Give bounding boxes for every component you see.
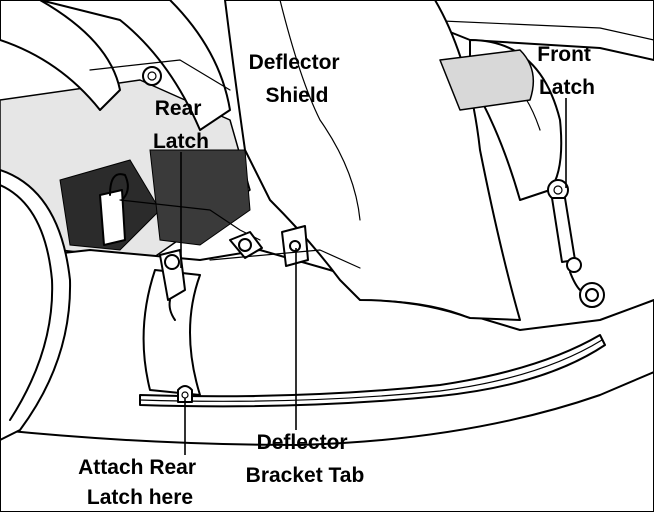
label-deflector-shield: Deflector Shield bbox=[249, 51, 346, 107]
tire bbox=[0, 169, 72, 441]
rear-latch-attach-point bbox=[177, 385, 193, 403]
label-deflector-bracket-tab: Deflector Bracket Tab bbox=[246, 431, 365, 487]
deflector-bracket-tab bbox=[209, 225, 361, 269]
label-front-latch: Front Latch bbox=[537, 43, 597, 99]
label-attach-rear-latch: Attach Rear Latch here bbox=[78, 456, 202, 509]
front-latch bbox=[547, 179, 605, 308]
label-rear-latch: Rear Latch bbox=[153, 97, 209, 153]
rear-latch bbox=[99, 173, 261, 321]
wheel-housing bbox=[0, 0, 231, 131]
deflector-shield bbox=[224, 0, 563, 321]
